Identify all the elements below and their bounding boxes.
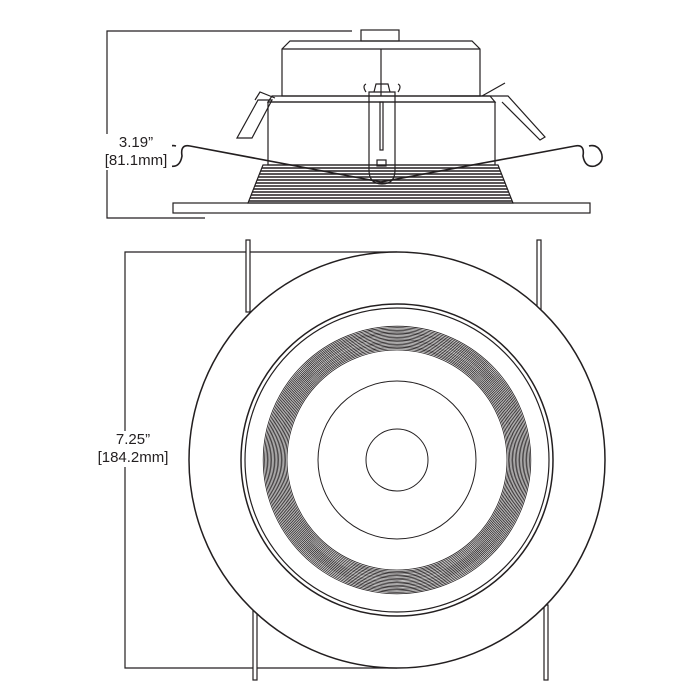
baffle-rib [262, 325, 532, 595]
mounting-clip [368, 91, 396, 185]
baffle-rib [269, 332, 525, 588]
housing-top-plate [266, 95, 497, 103]
right-bracket [450, 82, 546, 141]
top-view [124, 239, 606, 681]
height-inches: 3.19” [118, 134, 154, 151]
clip-slot [379, 101, 384, 151]
baffle-rib [273, 336, 520, 583]
spring-clip-bottom-right [543, 604, 549, 681]
baffle-rib [279, 342, 515, 578]
baffle-rib [265, 328, 529, 592]
baffle-rib [264, 327, 530, 593]
ribbed-baffle-top [262, 325, 532, 595]
baffle-rib [268, 331, 526, 589]
diameter-label: 7.25” [184.2mm] [90, 431, 176, 467]
diameter-inches: 7.25” [115, 431, 151, 448]
housing-cylinder [267, 101, 496, 166]
baffle-rib [266, 329, 528, 591]
spring-clip-bottom-left [252, 604, 258, 681]
trim-outer-edge [188, 251, 606, 669]
side-view [106, 29, 603, 219]
trim-inner-ring-inner [244, 307, 550, 613]
driver-cap [360, 29, 400, 42]
height-dimension-line [106, 30, 352, 219]
baffle-rib [286, 349, 508, 571]
baffle-rib [276, 339, 518, 581]
clip-head [363, 83, 401, 93]
ribbed-baffle-side [247, 164, 514, 204]
lens-ring [317, 380, 477, 540]
trim-flange [172, 202, 591, 214]
trim-inner-ring-outer [240, 303, 554, 617]
lens-center [365, 428, 429, 492]
spring-clip-top-right [536, 239, 542, 311]
right-torsion-spring [380, 144, 603, 183]
height-millimeters: [81.1mm] [104, 152, 168, 169]
baffle-rib [272, 335, 522, 585]
baffle-rib [285, 348, 509, 572]
baffle-rib [282, 345, 512, 575]
baffle-rib [280, 343, 513, 576]
baffle-rib [278, 341, 516, 579]
clip-notch [376, 159, 387, 167]
baffle-rib [271, 334, 523, 586]
height-label: 3.19” [81.1mm] [100, 134, 172, 170]
baffle-rib [283, 346, 511, 574]
spring-clip-top-left [245, 239, 251, 313]
left-bracket [235, 91, 276, 139]
diameter-millimeters: [184.2mm] [97, 449, 169, 466]
baffle-rib [275, 338, 519, 582]
